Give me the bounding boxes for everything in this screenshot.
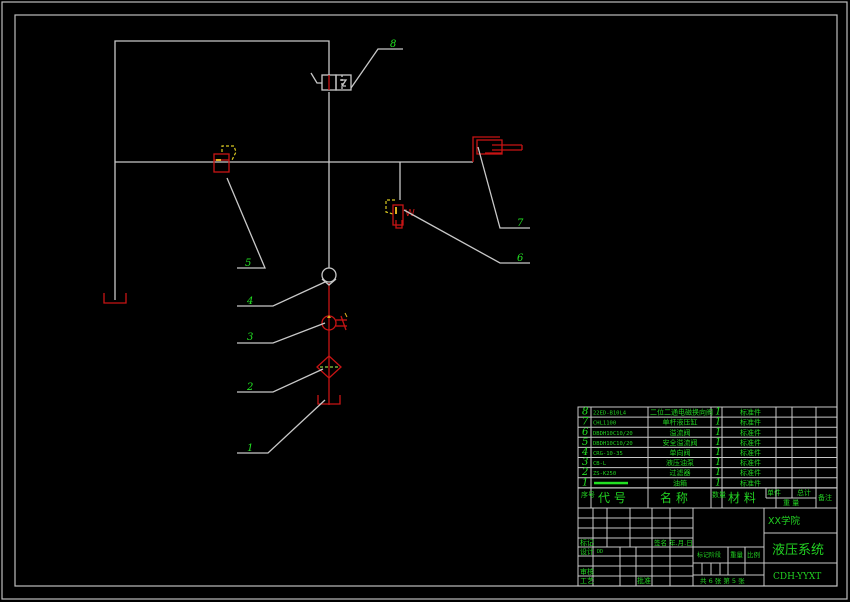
bom-no: 5	[582, 437, 588, 448]
bom-row: 4 CRG-10-35 单向阀 1 标准件	[581, 447, 761, 458]
callout-8: 8	[390, 39, 396, 50]
bom-code: CB-L	[593, 461, 607, 467]
bom-name: 二位二通电磁换向阀	[650, 408, 713, 417]
bom-name: 过滤器	[670, 468, 691, 477]
bom-material: 标准件	[740, 448, 761, 457]
oil-tank-icon	[317, 395, 341, 405]
bom-qty: 1	[715, 467, 721, 478]
header-material: 材 料	[728, 491, 756, 505]
bom-qty: 1	[715, 477, 721, 488]
bom-name: 液压油泵	[666, 458, 694, 467]
bom-material: 标准件	[740, 458, 761, 467]
header-no: 序号	[581, 490, 595, 499]
hydraulic-cylinder-icon	[472, 136, 523, 162]
bom-no: 3	[582, 457, 588, 468]
drawing-title: 液压系统	[772, 543, 824, 558]
header-total: 总计	[797, 488, 811, 497]
label-scale: 比例	[747, 550, 760, 559]
bom-name: 单向阀	[670, 448, 691, 457]
bom-code: ZS-K250	[593, 471, 616, 477]
label-sign-date: 签名 年.月.日	[654, 538, 693, 547]
bom-code: CHL1100	[593, 421, 616, 427]
label-mark: 标记	[580, 538, 594, 547]
title-block: 标记 签名 年.月.日 设计 DD 审核 工艺 批准 标记阶段 重量 比例 共 …	[577, 507, 838, 587]
bom-code: 22ED-B10L4	[593, 411, 627, 417]
bom-code: CRG-10-35	[593, 451, 623, 457]
bom-no: 7	[582, 417, 589, 428]
inner-border	[14, 14, 838, 587]
callout-5: 5	[245, 258, 251, 269]
bom-row: 6 DBDH10C10/20 溢流阀 1 标准件	[582, 427, 761, 438]
bom-row: 2 ZS-K250 过滤器 1 标准件	[581, 467, 761, 478]
bom-name: 安全溢流阀	[663, 438, 698, 447]
bom-row: 7 CHL1100 单杆液压缸 1 标准件	[582, 417, 761, 428]
bom-qty: 1	[715, 427, 721, 438]
header-qty: 数量	[712, 490, 726, 499]
label-stage-mark: 标记阶段	[697, 551, 721, 559]
bom-no: 1	[582, 477, 588, 488]
bom-qty: 1	[715, 437, 721, 448]
bom-code: DBDH10C10/20	[593, 441, 633, 447]
label-review: 审核	[580, 567, 594, 576]
bom-qty: 1	[715, 457, 721, 468]
bom-material: 标准件	[740, 408, 761, 417]
bom-qty: 1	[715, 407, 721, 418]
drawing-number: CDH-YYXT	[773, 572, 821, 582]
solenoid-valve-icon	[310, 72, 352, 91]
bom-name: 溢流阀	[670, 428, 691, 437]
sheet-count: 共 6 张 第 5 张	[700, 576, 745, 585]
safety-relief-valve-icon	[213, 145, 237, 173]
callout-4: 4	[246, 296, 253, 307]
design-value: DD	[597, 549, 603, 555]
bom-name: 单杆液压缸	[663, 418, 698, 427]
label-approve: 批准	[637, 576, 651, 585]
check-valve-icon	[321, 267, 337, 286]
header-unit: 单件	[767, 488, 781, 497]
bom-material: 标准件	[740, 418, 761, 427]
bom-no: 6	[582, 427, 589, 438]
bom-material: 标准件	[740, 478, 761, 487]
bom-no: 4	[581, 447, 588, 458]
pump-icon	[321, 312, 348, 331]
tank-left-icon	[103, 293, 127, 304]
hydraulic-circuit: W	[103, 39, 530, 454]
label-process: 工艺	[580, 577, 594, 585]
header-code: 代 号	[598, 491, 626, 505]
bom-code: DBDH10C10/20	[593, 431, 633, 437]
bom-row: 5 DBDH10C10/20 安全溢流阀 1 标准件	[582, 437, 761, 448]
callout-6: 6	[517, 253, 524, 264]
school-name: XX学院	[768, 515, 801, 527]
callout-1: 1	[247, 443, 253, 454]
return-line	[114, 40, 330, 300]
callout-7: 7	[517, 218, 524, 229]
bom-row: 1 油箱 1 标准件	[582, 477, 761, 488]
bom-no: 2	[581, 467, 588, 478]
filter-icon	[316, 355, 342, 379]
bom-material: 标准件	[740, 438, 761, 447]
bom-name: 油箱	[673, 478, 687, 487]
bom-code-bar	[594, 481, 628, 485]
label-weight: 重量	[730, 551, 744, 559]
bom-row: 3 CB-L 液压油泵 1 标准件	[582, 457, 761, 468]
header-name: 名 称	[660, 490, 688, 505]
bom-no: 8	[582, 407, 588, 418]
bom-qty: 1	[715, 447, 721, 458]
bom-material: 标准件	[740, 428, 761, 437]
leader-lines	[226, 48, 530, 454]
label-design: 设计	[580, 547, 594, 556]
callout-2: 2	[246, 382, 253, 393]
header-weight: 重 量	[783, 499, 799, 507]
bom-material: 标准件	[740, 468, 761, 477]
callout-3: 3	[247, 332, 253, 343]
header-remark: 备注	[818, 493, 832, 502]
bom-qty: 1	[715, 417, 721, 428]
